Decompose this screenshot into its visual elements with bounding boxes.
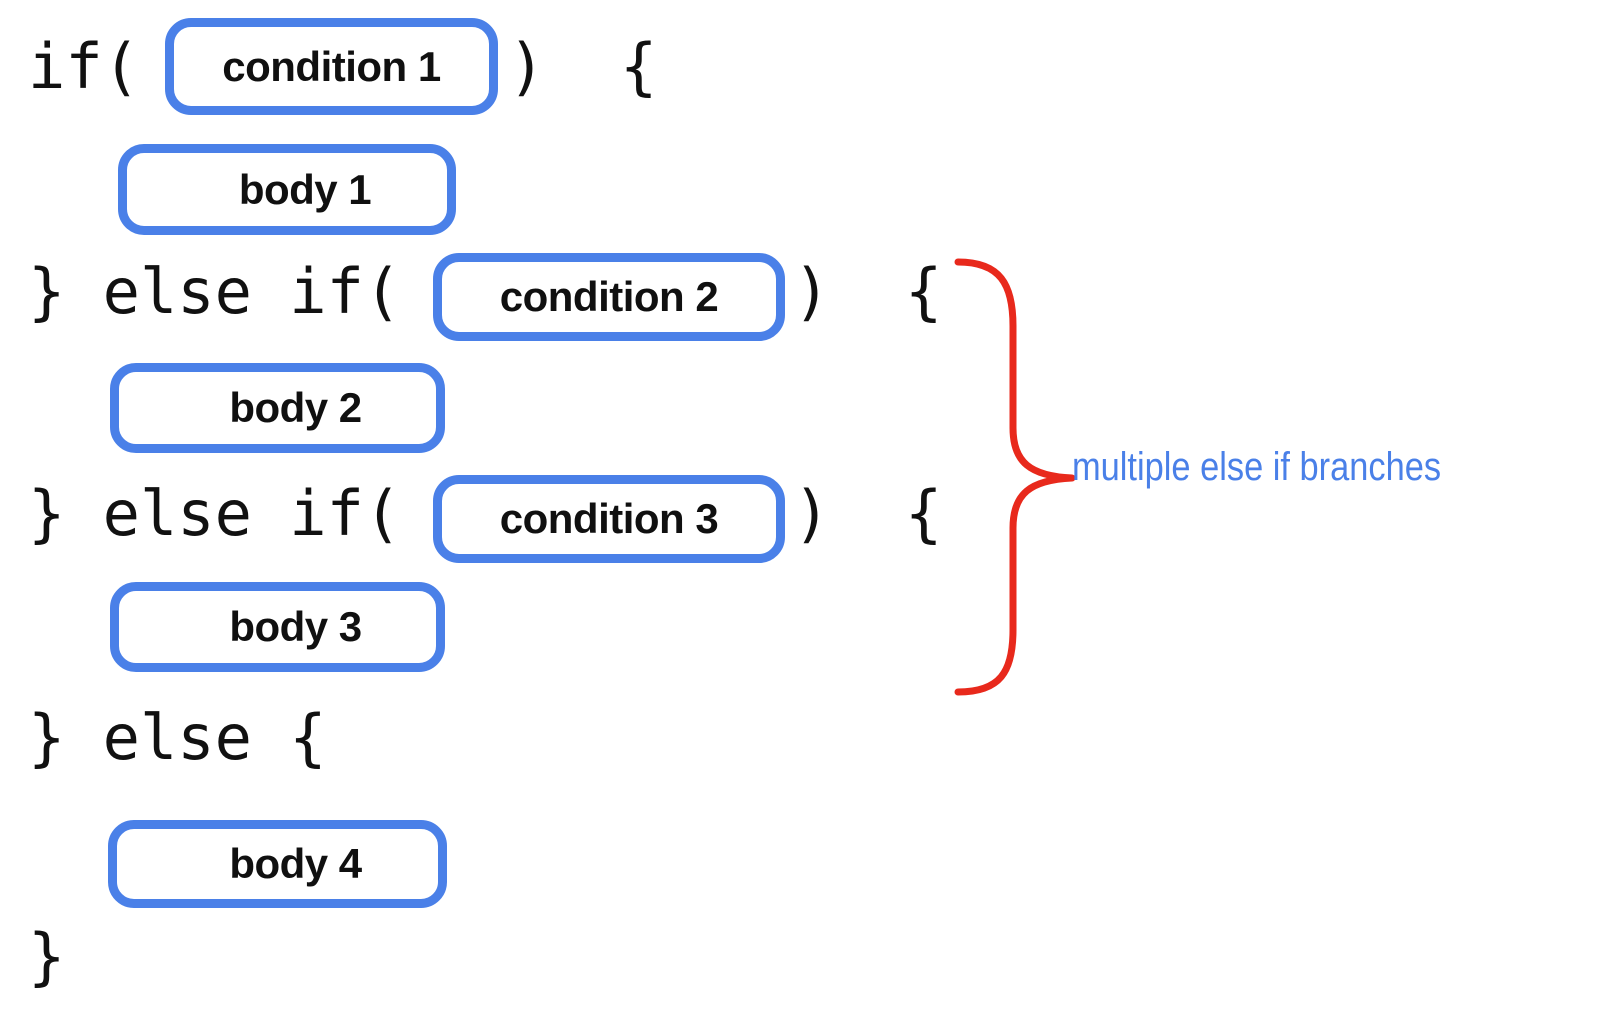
code-else-keyword: } else { — [28, 701, 327, 774]
code-closing-brace: } — [28, 920, 66, 993]
code-else-if-2-open-brace: ) { — [793, 477, 943, 550]
code-else-if-1-open-brace: ) { — [793, 255, 943, 328]
annotation-label: multiple else if branches — [1072, 445, 1442, 489]
body-2-box[interactable]: body 2 — [110, 363, 445, 453]
body-4-label: body 4 — [229, 840, 362, 887]
body-1-box[interactable]: body 1 — [118, 144, 456, 235]
condition-1-label: condition 1 — [222, 42, 441, 90]
body-3-box[interactable]: body 3 — [110, 582, 445, 672]
brace-red-icon — [954, 258, 1076, 696]
body-4-box[interactable]: body 4 — [108, 820, 447, 908]
body-2-label: body 2 — [229, 384, 362, 431]
body-1-label: body 1 — [238, 165, 372, 213]
body-3-label: body 3 — [229, 603, 362, 650]
condition-2-label: condition 2 — [499, 273, 719, 320]
condition-2-box[interactable]: condition 2 — [433, 253, 785, 341]
code-if-open-brace: ) { — [508, 30, 658, 103]
code-if-keyword: if( — [28, 30, 140, 103]
condition-1-box[interactable]: condition 1 — [165, 18, 498, 115]
code-else-if-1-keyword: } else if( — [28, 255, 402, 328]
condition-3-box[interactable]: condition 3 — [433, 475, 785, 563]
condition-3-label: condition 3 — [499, 495, 719, 542]
code-else-if-2-keyword: } else if( — [28, 477, 402, 550]
